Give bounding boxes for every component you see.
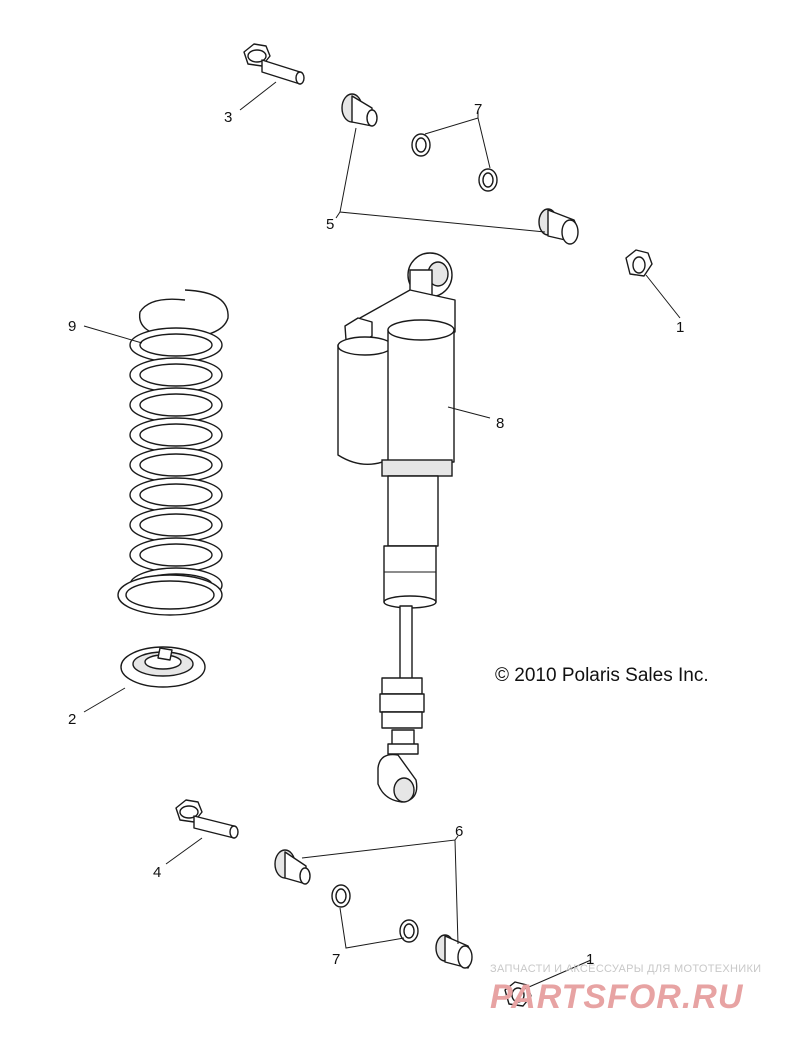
lower-bushing-right — [435, 934, 473, 969]
spring-coil-inner — [139, 423, 213, 447]
upper-bushing-right — [538, 208, 579, 245]
spring-coil-inner — [139, 393, 213, 417]
spring-coil-inner — [139, 543, 213, 567]
spring-coil-inner — [139, 333, 213, 357]
callout-4: 4 — [153, 864, 161, 881]
upper-nut — [625, 249, 653, 277]
callout-1-bottom: 1 — [586, 951, 594, 968]
callout-6: 6 — [455, 823, 463, 840]
leader-lines — [83, 81, 681, 991]
callout-7-bottom: 7 — [332, 951, 340, 968]
callout-8: 8 — [496, 415, 504, 432]
lower-o-ring-left-inner — [335, 888, 347, 904]
lower-nut — [504, 981, 532, 1007]
lower-bolt — [175, 799, 239, 839]
callout-9: 9 — [68, 318, 76, 335]
lower-o-ring-right-inner — [403, 923, 415, 939]
copyright-notice: © 2010 Polaris Sales Inc. — [495, 665, 709, 686]
spring-coil-inner — [139, 453, 213, 477]
spring-coil-inner — [139, 483, 213, 507]
lower-bushing-left — [274, 849, 311, 885]
callout-5: 5 — [326, 216, 334, 233]
watermark-tagline: ЗАПЧАСТИ И АКСЕССУАРЫ ДЛЯ МОТОТЕХНИКИ — [490, 963, 761, 975]
callout-2: 2 — [68, 711, 76, 728]
watermark-brand: PARTSFOR.RU — [490, 978, 744, 1016]
spring-coil-inner — [139, 363, 213, 387]
spring-retainer — [120, 646, 206, 688]
upper-bushing-left — [341, 93, 378, 127]
callout-3: 3 — [224, 109, 232, 126]
callout-7-top: 7 — [474, 101, 482, 118]
upper-o-ring-right-inner — [482, 172, 494, 188]
coil-spring — [117, 289, 229, 616]
spring-coil-inner — [139, 513, 213, 537]
callout-1-top: 1 — [676, 319, 684, 336]
upper-o-ring-left-inner — [415, 137, 427, 153]
shock-absorber — [337, 252, 456, 803]
upper-bolt — [243, 43, 305, 85]
